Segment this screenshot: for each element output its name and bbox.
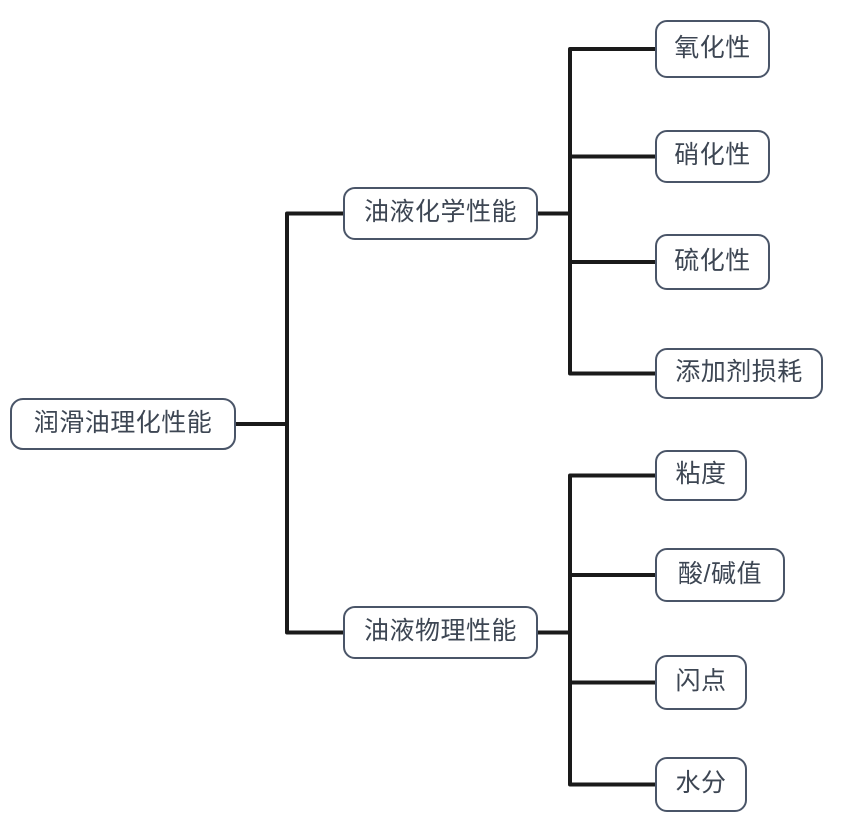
root-node[interactable]: 润滑油理化性能 <box>10 398 236 450</box>
leaf-node-physical-3-label: 水分 <box>675 769 727 797</box>
leaf-node-physical-2[interactable]: 闪点 <box>655 655 747 710</box>
leaf-node-chemical-2-label: 硫化性 <box>674 246 751 275</box>
leaf-node-chemical-0[interactable]: 氧化性 <box>655 20 770 78</box>
connector-physical-to-leaf-1 <box>568 573 655 633</box>
leaf-node-physical-0-label: 粘度 <box>675 460 727 488</box>
branch-node-physical[interactable]: 油液物理性能 <box>343 606 538 659</box>
connector-physical-to-leaf-2 <box>568 632 655 685</box>
leaf-node-chemical-1-label: 硝化性 <box>674 141 751 169</box>
leaf-node-chemical-3-label: 添加剂损耗 <box>675 358 803 386</box>
connector-chemical-to-leaf-0 <box>568 47 655 214</box>
branch-node-physical-label: 油液物理性能 <box>363 617 517 645</box>
leaf-node-physical-2-label: 闪点 <box>675 667 727 695</box>
branch-node-chemical[interactable]: 油液化学性能 <box>343 187 538 240</box>
connector-chemical-to-leaf-1 <box>568 154 655 214</box>
leaf-node-physical-1-label: 酸/碱值 <box>678 559 762 588</box>
connector-physical-to-leaf-0 <box>568 473 655 633</box>
leaf-node-physical-3[interactable]: 水分 <box>655 757 747 812</box>
leaf-node-physical-1[interactable]: 酸/碱值 <box>655 548 785 602</box>
connector-root-to-chemical <box>285 211 343 424</box>
connector-chemical-to-leaf-2 <box>568 213 655 264</box>
connector-chemical-to-leaf-3 <box>568 213 655 376</box>
connector-root-to-physical <box>285 424 343 635</box>
leaf-node-physical-0[interactable]: 粘度 <box>655 450 747 501</box>
leaf-node-chemical-3[interactable]: 添加剂损耗 <box>655 348 823 399</box>
leaf-node-chemical-2[interactable]: 硫化性 <box>655 234 770 290</box>
root-node-label: 润滑油理化性能 <box>33 408 213 437</box>
branch-node-chemical-label: 油液化学性能 <box>363 198 517 226</box>
leaf-node-chemical-1[interactable]: 硝化性 <box>655 130 770 183</box>
connector-physical-to-leaf-3 <box>568 632 655 787</box>
leaf-node-chemical-0-label: 氧化性 <box>674 33 751 62</box>
